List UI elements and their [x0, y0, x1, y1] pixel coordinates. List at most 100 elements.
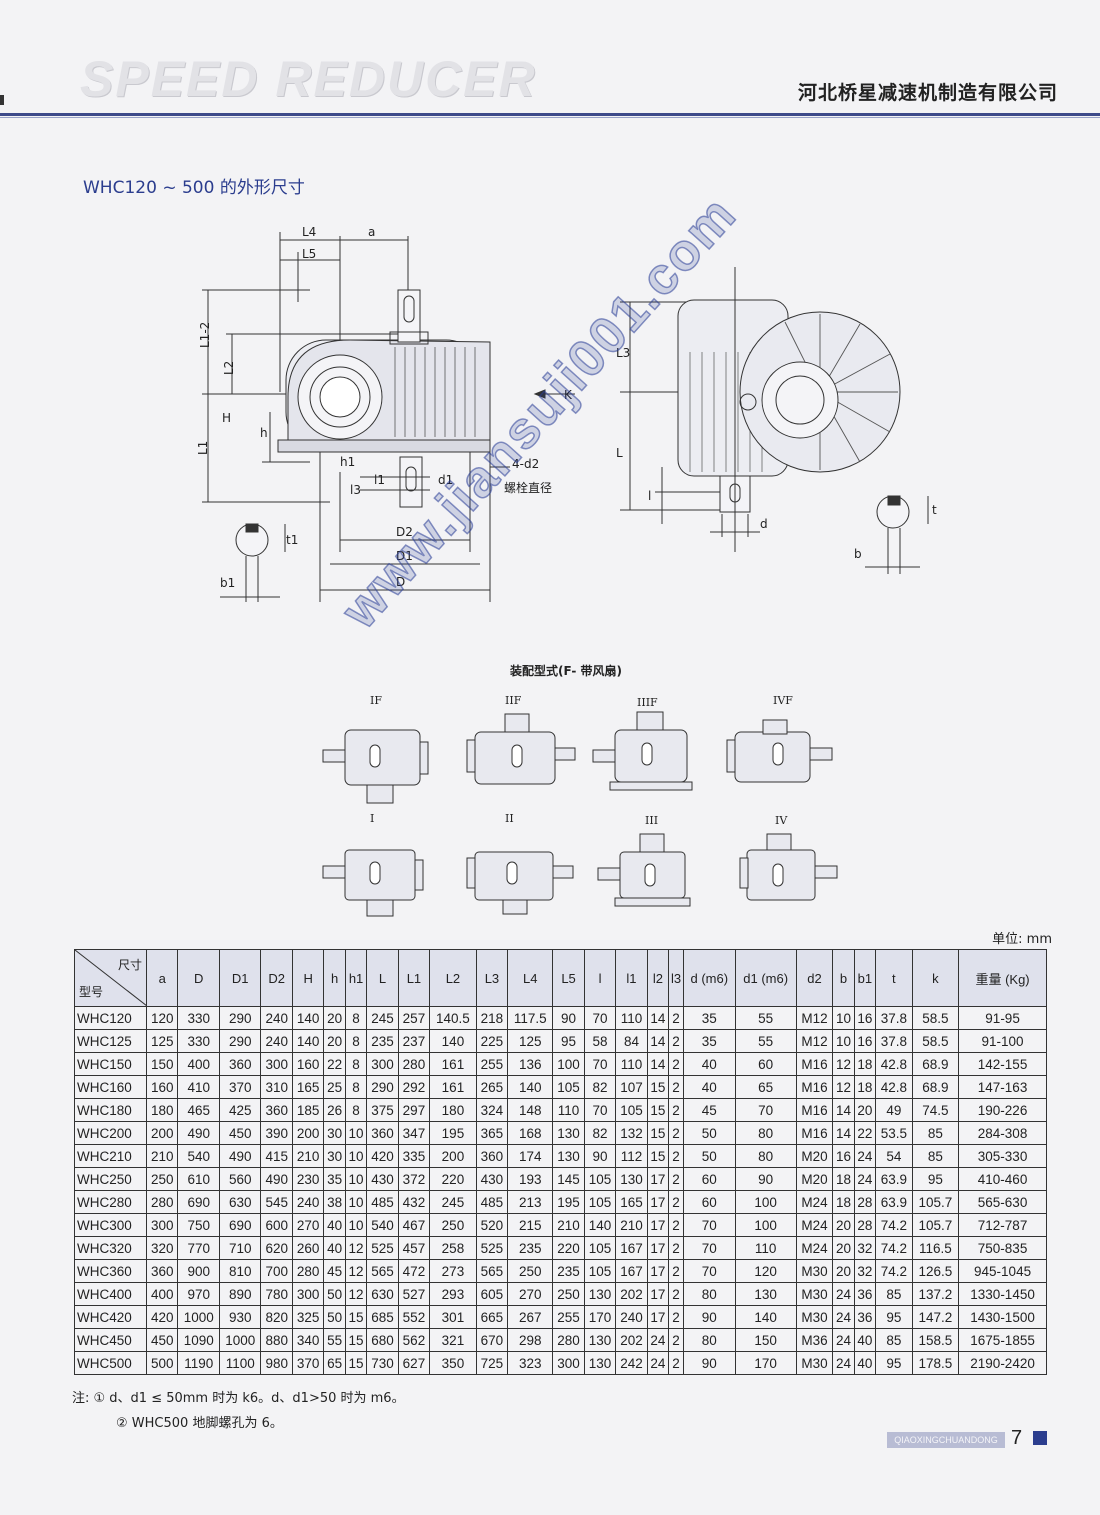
value-cell: 174: [507, 1144, 554, 1168]
value-cell: 2: [668, 1305, 684, 1329]
value-cell: 210: [615, 1213, 648, 1237]
value-cell: 273: [429, 1259, 477, 1283]
model-cell: WHC125: [74, 1029, 147, 1053]
value-cell: 610: [177, 1167, 220, 1191]
column-header: h: [323, 949, 346, 1007]
value-cell: 945-1045: [958, 1259, 1047, 1283]
value-cell: 85: [875, 1328, 913, 1352]
value-cell: 360: [218, 1052, 262, 1076]
model-cell: WHC120: [74, 1006, 147, 1030]
value-cell: 15: [646, 1144, 670, 1168]
value-cell: 8: [344, 1006, 368, 1030]
value-cell: 257: [397, 1006, 431, 1030]
value-cell: 293: [429, 1282, 477, 1306]
value-cell: 15: [344, 1305, 368, 1329]
value-cell: 58.5: [911, 1029, 960, 1053]
value-cell: 116.5: [911, 1236, 960, 1260]
value-cell: 180: [429, 1098, 477, 1122]
value-cell: 220: [429, 1167, 477, 1191]
value-cell: 42.8: [875, 1075, 913, 1099]
value-cell: 161: [429, 1075, 477, 1099]
value-cell: 240: [615, 1305, 648, 1329]
value-cell: 490: [260, 1167, 293, 1191]
value-cell: 2190-2420: [958, 1351, 1047, 1375]
corner-diagonal: [75, 950, 147, 1006]
model-cell: WHC450: [74, 1328, 147, 1352]
value-cell: 17: [646, 1305, 670, 1329]
label-H: H: [222, 411, 231, 425]
value-cell: 105.7: [911, 1190, 960, 1214]
value-cell: 195: [552, 1190, 585, 1214]
value-cell: 900: [177, 1259, 220, 1283]
value-cell: 630: [218, 1190, 262, 1214]
column-header: d2: [795, 949, 834, 1007]
value-cell: 63.9: [875, 1190, 913, 1214]
label-l3: l3: [350, 483, 361, 497]
label-D2: D2: [396, 525, 413, 539]
label-h1: h1: [340, 455, 355, 469]
value-cell: 105.7: [911, 1213, 960, 1237]
value-cell: 110: [552, 1098, 585, 1122]
value-cell: 202: [615, 1328, 648, 1352]
value-cell: 10: [344, 1121, 368, 1145]
value-cell: 1430-1500: [958, 1305, 1047, 1329]
value-cell: 26: [323, 1098, 346, 1122]
value-cell: 25: [323, 1075, 346, 1099]
value-cell: 297: [397, 1098, 431, 1122]
model-cell: WHC420: [74, 1305, 147, 1329]
value-cell: 110: [734, 1236, 797, 1260]
value-cell: 17: [646, 1282, 670, 1306]
value-cell: 300: [291, 1282, 325, 1306]
value-cell: 20: [832, 1236, 855, 1260]
value-cell: 280: [397, 1052, 431, 1076]
label-b: b: [854, 547, 862, 561]
value-cell: 335: [397, 1144, 431, 1168]
value-cell: 400: [145, 1282, 179, 1306]
label-L4: L4: [302, 225, 316, 239]
value-cell: 38: [323, 1190, 346, 1214]
value-cell: 14: [646, 1006, 670, 1030]
value-cell: 18: [832, 1190, 855, 1214]
value-cell: 890: [218, 1282, 262, 1306]
header-rule-light: [0, 117, 1100, 118]
model-cell: WHC160: [74, 1075, 147, 1099]
value-cell: 1190: [177, 1351, 220, 1375]
value-cell: 235: [507, 1236, 554, 1260]
value-cell: 32: [853, 1236, 877, 1260]
value-cell: 225: [475, 1029, 509, 1053]
side-view-drawing: L3 L l d t b: [616, 267, 937, 574]
value-cell: 430: [366, 1167, 399, 1191]
label-l1: l1: [374, 473, 385, 487]
value-cell: 16: [832, 1144, 855, 1168]
value-cell: 190-226: [958, 1098, 1047, 1122]
value-cell: 168: [507, 1121, 554, 1145]
value-cell: 300: [260, 1052, 293, 1076]
value-cell: 565: [366, 1259, 399, 1283]
value-cell: 321: [429, 1328, 477, 1352]
assembly-label-I: I: [370, 812, 374, 825]
value-cell: 70: [583, 1098, 617, 1122]
value-cell: 310: [260, 1075, 293, 1099]
column-header: d (m6): [683, 949, 736, 1007]
margin-tick: [0, 95, 4, 105]
column-header: t: [875, 949, 913, 1007]
value-cell: 420: [366, 1144, 399, 1168]
value-cell: 90: [683, 1305, 736, 1329]
value-cell: 237: [397, 1029, 431, 1053]
value-cell: 17: [646, 1167, 670, 1191]
value-cell: 8: [344, 1098, 368, 1122]
column-header: L2: [429, 949, 477, 1007]
model-cell: WHC300: [74, 1213, 147, 1237]
value-cell: 490: [218, 1144, 262, 1168]
value-cell: 140: [429, 1029, 477, 1053]
value-cell: 50: [323, 1282, 346, 1306]
value-cell: 45: [323, 1259, 346, 1283]
value-cell: 95: [875, 1305, 913, 1329]
column-header: D2: [260, 949, 293, 1007]
label-L1-2: L1-2: [198, 322, 212, 348]
value-cell: 50: [683, 1121, 736, 1145]
